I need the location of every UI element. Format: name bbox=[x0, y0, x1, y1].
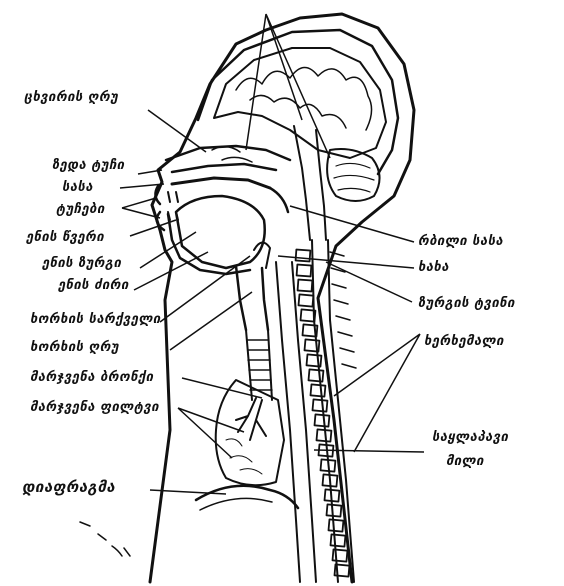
label-nasal-cavity: ცხვირის ღრუ bbox=[24, 90, 118, 105]
scan-marks bbox=[80, 522, 130, 556]
label-larynx: ხორხის ღრუ bbox=[30, 340, 119, 355]
brain bbox=[214, 48, 386, 158]
tongue bbox=[176, 196, 265, 268]
label-lips: ტუჩები bbox=[56, 202, 105, 217]
teeth bbox=[168, 192, 178, 220]
nasal-cavity bbox=[166, 146, 290, 172]
label-soft-palate: რბილი სასა bbox=[418, 234, 503, 249]
label-epiglottis: ხორხის სარქველი bbox=[30, 312, 161, 327]
label-right-lung: მარჯვენა ფილტვი bbox=[30, 400, 159, 415]
soft-palate bbox=[270, 188, 288, 212]
label-esophagus-2: მილი bbox=[446, 454, 484, 469]
right-bronchus bbox=[236, 398, 266, 440]
skull-line bbox=[198, 30, 398, 174]
label-pharynx: ხახა bbox=[418, 260, 449, 275]
label-spinal-cord: ზურგის ტვინი bbox=[418, 296, 515, 311]
label-tongue-back: ენის ზურგი bbox=[42, 256, 121, 271]
label-upper-lip: ზედა ტუჩი bbox=[52, 158, 125, 173]
label-esophagus-1: საყლაპავი bbox=[432, 430, 508, 445]
label-right-bronchus: მარჯვენა ბრონქი bbox=[30, 370, 154, 385]
right-lung bbox=[216, 380, 284, 485]
hard-palate bbox=[172, 178, 270, 188]
head-outline bbox=[150, 14, 414, 582]
label-tongue-root: ენის ძირი bbox=[58, 278, 129, 293]
lips bbox=[155, 186, 164, 230]
label-palate: სასა bbox=[62, 180, 93, 195]
label-diaphragm: დიაფრაგმა bbox=[22, 478, 115, 496]
cerebellum-folds bbox=[334, 163, 374, 192]
diaphragm-lower bbox=[200, 498, 272, 510]
label-spine: ხერხემალი bbox=[424, 334, 504, 349]
larynx bbox=[236, 266, 268, 330]
label-tongue-tip: ენის წვერი bbox=[26, 230, 104, 245]
